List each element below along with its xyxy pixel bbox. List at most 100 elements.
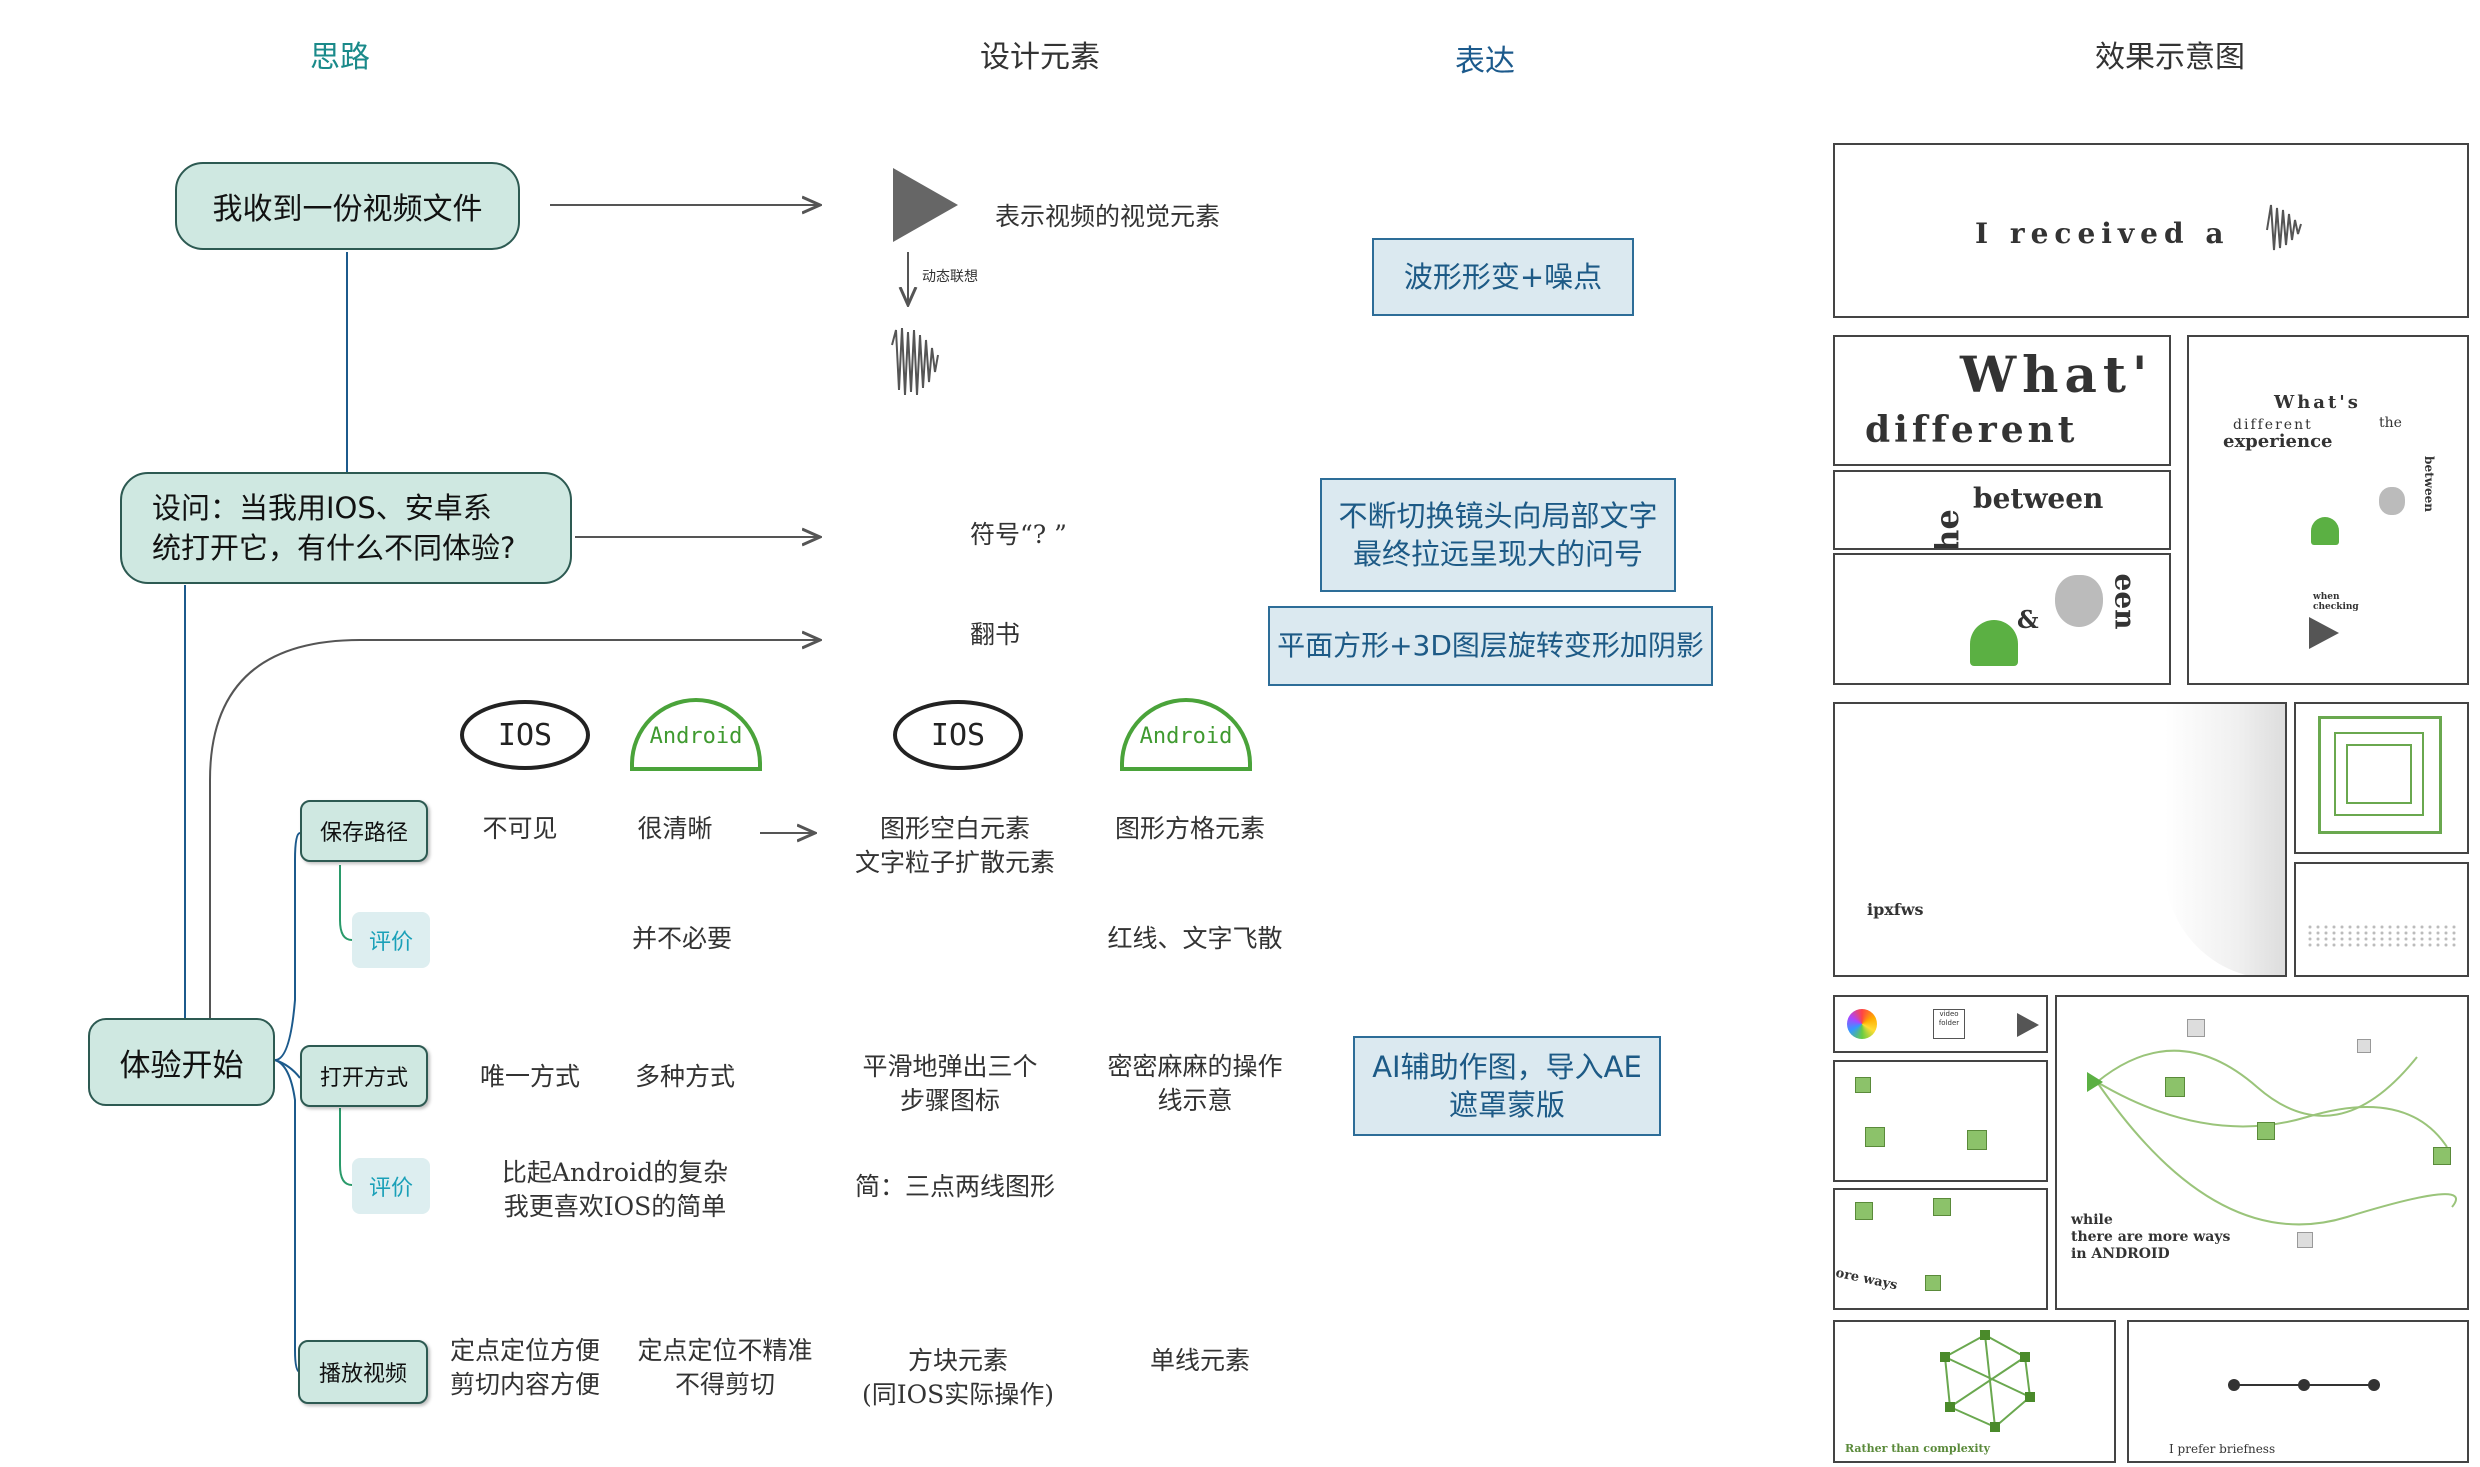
r2-android-design: 红线、文字飞散 bbox=[1107, 924, 1283, 953]
design-visual: 表示视频的视觉元素 bbox=[995, 202, 1221, 231]
r3-android: 多种方式 bbox=[634, 1062, 735, 1091]
frame-text-briefness: I prefer briefness bbox=[2169, 1442, 2276, 1456]
frame-android-lines: while there are more ways in ANDROID bbox=[2055, 995, 2469, 1310]
r5-ios: 定点定位方便 剪切内容方便 bbox=[449, 1336, 600, 1399]
frame-green-blocks-1 bbox=[1833, 1060, 2048, 1182]
frame-scatter bbox=[2294, 862, 2469, 977]
design-symbol: 符号“? ” bbox=[970, 520, 1067, 549]
header-design: 设计元素 bbox=[980, 40, 1100, 75]
photos-icon bbox=[1847, 1009, 1877, 1039]
folder-icon: video folder bbox=[1933, 1009, 1965, 1039]
android-icon bbox=[1970, 620, 2018, 666]
frame-text-different-small: different bbox=[2233, 417, 2313, 433]
square-outer bbox=[2318, 716, 2442, 834]
square-inner bbox=[2346, 744, 2412, 804]
eval-badge-1: 评价 bbox=[352, 912, 430, 968]
r1-android-design: 图形方格元素 bbox=[1114, 814, 1265, 843]
node-start: 体验开始 bbox=[88, 1018, 275, 1106]
play-icon-small bbox=[2017, 1013, 2039, 1037]
frame-text-een: een bbox=[2108, 573, 2142, 630]
r4-design: 简：三点两线图形 bbox=[854, 1172, 1055, 1201]
frame-received-text: I received a bbox=[1975, 217, 2230, 250]
green-block bbox=[2165, 1077, 2185, 1097]
green-block bbox=[1933, 1198, 1951, 1216]
frame-text-whats: What's bbox=[2274, 392, 2361, 413]
gray-block bbox=[2357, 1039, 2371, 1053]
apple-icon-small bbox=[2379, 487, 2405, 515]
frame-text-between: between bbox=[1973, 482, 2104, 515]
express-box-2: 不断切换镜头向局部文字 最终拉远呈现大的问号 bbox=[1320, 478, 1676, 592]
curved-page bbox=[2165, 704, 2285, 975]
r3-android-design: 密密麻麻的操作 线示意 bbox=[1107, 1052, 1283, 1115]
frame-between: between he bbox=[1833, 470, 2171, 550]
r2-android: 并不必要 bbox=[631, 924, 732, 953]
ios-label-right: IOS bbox=[893, 700, 1023, 770]
frame-text-between-vert: between bbox=[2421, 456, 2436, 512]
express-box-3: 平面方形+3D图层旋转变形加阴影 bbox=[1268, 606, 1713, 686]
r1-android: 很清晰 bbox=[637, 814, 713, 843]
r4-text: 比起Android的复杂 我更喜欢IOS的简单 bbox=[501, 1158, 729, 1221]
node-question: 设问：当我用IOS、安卓系 统打开它，有什么不同体验? bbox=[120, 472, 572, 584]
green-block bbox=[1855, 1202, 1873, 1220]
frame-squares bbox=[2294, 702, 2469, 854]
header-express: 表达 bbox=[1455, 44, 1515, 79]
frame-text-different: different bbox=[1865, 409, 2079, 451]
waveform-icon bbox=[2266, 204, 2302, 251]
eval-badge-2: 评价 bbox=[352, 1158, 430, 1214]
frame-network: Rather than complexity bbox=[1833, 1320, 2116, 1463]
three-dots-line bbox=[2228, 1379, 2380, 1391]
design-flip: 翻书 bbox=[970, 620, 1021, 649]
green-curves bbox=[2087, 1049, 2457, 1226]
green-block bbox=[1925, 1275, 1941, 1291]
apple-icon bbox=[2055, 575, 2103, 627]
frame-experience: What's different experience the between … bbox=[2187, 335, 2469, 685]
header-silu: 思路 bbox=[310, 40, 370, 75]
express-box-4: AI辅助作图，导入AE 遮罩蒙版 bbox=[1353, 1036, 1661, 1136]
frame-text-particles: ipxfws bbox=[1867, 900, 1924, 919]
header-effect: 效果示意图 bbox=[2095, 40, 2245, 75]
node-received: 我收到一份视频文件 bbox=[175, 162, 520, 250]
frame-text-what: What' bbox=[1960, 345, 2154, 404]
r3-ios-design: 平滑地弹出三个 步骤图标 bbox=[862, 1052, 1038, 1115]
r3-ios: 唯一方式 bbox=[479, 1062, 580, 1091]
frame-green-blocks-2: ore ways bbox=[1833, 1188, 2048, 1310]
r5-android-design: 单线元素 bbox=[1149, 1346, 1250, 1375]
frame-text-when: when checking bbox=[2313, 592, 2359, 612]
node-save-path: 保存路径 bbox=[300, 800, 428, 862]
green-block bbox=[1967, 1130, 1987, 1150]
frame-android-apple: een & bbox=[1833, 553, 2171, 685]
network-graph bbox=[1940, 1330, 2035, 1432]
square-mid bbox=[2334, 732, 2424, 816]
frame-text-complexity: Rather than complexity bbox=[1845, 1442, 1991, 1455]
frame-text-amp: & bbox=[2017, 605, 2039, 634]
green-block bbox=[1855, 1077, 1871, 1093]
r5-ios-design: 方块元素 (同IOS实际操作) bbox=[861, 1346, 1054, 1409]
green-block bbox=[1865, 1127, 1885, 1147]
frame-text-ore-ways: ore ways bbox=[1834, 1265, 1899, 1294]
frame-particles: ipxfws bbox=[1833, 702, 2287, 977]
frame-text-he: he bbox=[1927, 509, 1966, 550]
r5-android: 定点定位不精准 不得剪切 bbox=[637, 1336, 813, 1399]
design-dynamic: 动态联想 bbox=[922, 269, 978, 285]
gray-block bbox=[2187, 1019, 2205, 1037]
r1-ios-design: 图形空白元素 文字粒子扩散元素 bbox=[854, 814, 1055, 877]
frame-icons-row: video folder bbox=[1833, 995, 2048, 1053]
express-box-1: 波形形变+噪点 bbox=[1372, 238, 1634, 316]
frame-received: I received a bbox=[1833, 143, 2469, 318]
frame-text-experience: experience bbox=[2223, 431, 2333, 452]
node-play: 播放视频 bbox=[298, 1340, 428, 1404]
gray-block bbox=[2297, 1232, 2313, 1248]
scatter-particles bbox=[2306, 924, 2456, 949]
android-icon-small bbox=[2311, 517, 2339, 545]
ios-label-left: IOS bbox=[460, 700, 590, 770]
frame-whats-different: What' different bbox=[1833, 335, 2171, 466]
waveform-icon bbox=[891, 327, 939, 396]
play-icon bbox=[2309, 617, 2339, 649]
node-open-way: 打开方式 bbox=[300, 1045, 428, 1107]
r1-ios: 不可见 bbox=[482, 814, 558, 843]
green-block bbox=[2257, 1122, 2275, 1140]
green-block bbox=[2433, 1147, 2451, 1165]
frame-briefness: I prefer briefness bbox=[2127, 1320, 2469, 1463]
frame-text-while: while there are more ways in ANDROID bbox=[2071, 1212, 2231, 1262]
